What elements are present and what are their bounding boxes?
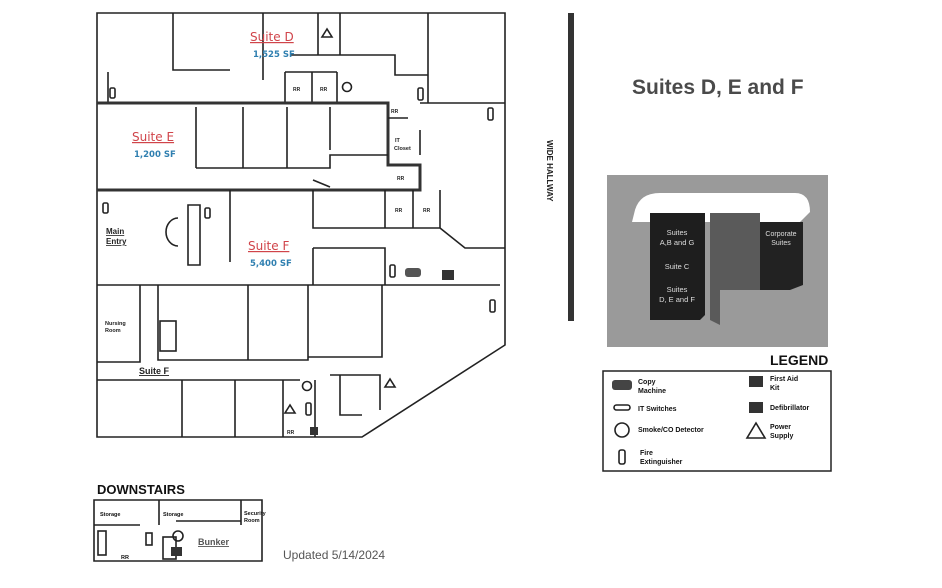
restroom-label: RR bbox=[397, 176, 405, 182]
smoke-detector-icon bbox=[301, 81, 353, 392]
power-supply-icon bbox=[745, 421, 767, 439]
legend-label: Fire bbox=[640, 450, 653, 457]
aerial-label: Suite C bbox=[665, 262, 690, 271]
suite-d-walls bbox=[107, 13, 429, 103]
nursing-room-label: Nursing bbox=[105, 321, 126, 327]
restroom-label: RR bbox=[423, 208, 431, 214]
defibrillator-icon bbox=[749, 402, 763, 413]
restroom-label: RR bbox=[320, 87, 328, 93]
it-closet-label: IT bbox=[395, 138, 401, 144]
legend-label: IT Switches bbox=[638, 406, 677, 413]
power-supply-icon bbox=[283, 27, 397, 414]
legend-label: Kit bbox=[770, 385, 780, 392]
reception-desk bbox=[165, 204, 201, 266]
wide-hallway-label: WIDE HALLWAY bbox=[545, 140, 554, 202]
legend-icons bbox=[612, 376, 767, 465]
downstairs-room-label: Storage bbox=[163, 512, 183, 518]
aerial-label: Corporate bbox=[765, 231, 796, 238]
suite-d-name: Suite D bbox=[250, 30, 294, 44]
legend-label: Copy bbox=[638, 379, 656, 386]
suite-e-name: Suite E bbox=[132, 130, 174, 144]
legend-label: Machine bbox=[638, 388, 666, 395]
legend-label: Power bbox=[770, 424, 791, 431]
defibrillator-icon bbox=[442, 270, 454, 280]
downstairs-title: DOWNSTAIRS bbox=[97, 482, 185, 497]
suite-e-sf: 1,200 SF bbox=[134, 150, 176, 160]
stairs bbox=[159, 320, 177, 352]
it-closet-label-2: Closet bbox=[394, 146, 411, 152]
suite-f-walls bbox=[97, 190, 505, 437]
fire-extinguisher-icon bbox=[618, 449, 626, 465]
first-aid-kit-icon bbox=[310, 427, 318, 435]
copy-machine-icon bbox=[612, 380, 632, 390]
aerial-label: D, E and F bbox=[659, 295, 695, 304]
it-switch-icon bbox=[613, 404, 631, 411]
restroom-label: RR bbox=[391, 109, 399, 115]
suite-e-walls bbox=[195, 102, 505, 169]
page-title: Suites D, E and F bbox=[632, 76, 804, 99]
main-entry-label: Main bbox=[106, 227, 124, 236]
legend-label: Smoke/CO Detector bbox=[638, 427, 704, 434]
downstairs-room-label: Storage bbox=[100, 512, 120, 518]
wide-hallway-wall bbox=[568, 13, 574, 321]
downstairs-plan bbox=[93, 499, 263, 562]
it-switch-icon bbox=[312, 179, 331, 188]
legend-box bbox=[602, 370, 832, 472]
aerial-label: A,B and G bbox=[660, 238, 695, 247]
smoke-detector-icon bbox=[614, 422, 630, 438]
suite-e-border bbox=[97, 101, 422, 192]
legend-label: Supply bbox=[770, 433, 793, 440]
downstairs-room-label: RR bbox=[121, 555, 129, 561]
suite-f-corridor-label: Suite F bbox=[139, 366, 170, 376]
aerial-site-map: Suites A,B and G Suite C Suites D, E and… bbox=[607, 175, 828, 347]
building-outline bbox=[96, 12, 506, 438]
bunker-label: Bunker bbox=[198, 537, 230, 547]
downstairs-room-label: Room bbox=[244, 518, 260, 524]
aerial-label: Suites bbox=[771, 240, 791, 247]
restroom-label: RR bbox=[293, 87, 301, 93]
suite-f-sf: 5,400 SF bbox=[250, 259, 292, 269]
aerial-label: Suites bbox=[667, 228, 688, 237]
legend-title: LEGEND bbox=[770, 352, 829, 368]
suite-d-sf: 1,525 SF bbox=[253, 50, 295, 60]
downstairs-room-label: Security bbox=[244, 511, 267, 517]
updated-date: Updated 5/14/2024 bbox=[283, 548, 386, 562]
nursing-room-label-2: Room bbox=[105, 328, 121, 334]
restroom-label: RR bbox=[395, 208, 403, 214]
copy-machine-icon bbox=[405, 268, 421, 277]
fire-extinguisher-icon bbox=[102, 87, 496, 416]
legend-label: First Aid bbox=[770, 376, 798, 383]
legend-label: Defibrillator bbox=[770, 405, 810, 412]
restroom-label: RR bbox=[287, 430, 295, 436]
first-aid-kit-icon bbox=[749, 376, 763, 387]
legend-label: Extinguisher bbox=[640, 459, 683, 466]
suite-f-name: Suite F bbox=[248, 239, 289, 253]
main-entry-label-2: Entry bbox=[106, 237, 127, 246]
aerial-label: Suites bbox=[667, 285, 688, 294]
